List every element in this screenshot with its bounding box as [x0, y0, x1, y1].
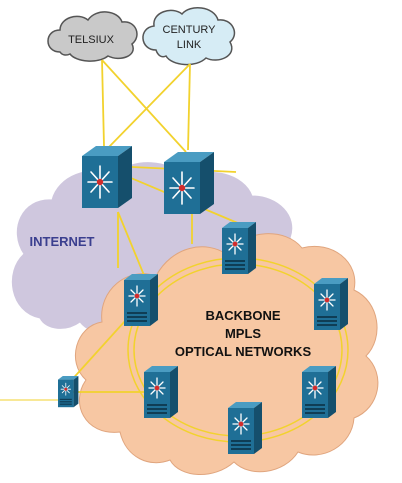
backbone-router-bottom: [227, 401, 263, 455]
edge-device-small: [57, 375, 79, 408]
backbone-router-bottom-left: [143, 365, 179, 419]
network-links: [0, 59, 241, 401]
backbone-router-bottom-right: [301, 365, 337, 419]
internet-core-switch-right: [163, 151, 215, 215]
backbone-label-line1: BACKBONE: [205, 308, 280, 323]
internet-label: INTERNET: [30, 234, 95, 249]
internet-core-switch-left: [81, 145, 133, 209]
century-link-cloud: CENTURY LINK: [142, 7, 236, 66]
backbone-router-right: [313, 277, 349, 331]
backbone-label-line3: OPTICAL NETWORKS: [175, 344, 312, 359]
backbone-router-top: [221, 221, 257, 275]
backbone-label-line2: MPLS: [225, 326, 261, 341]
backbone-router-left: [123, 273, 159, 327]
telsiux-cloud: TELSIUX: [47, 11, 138, 62]
telsiux-label: TELSIUX: [68, 34, 115, 46]
century-link-label-line2: LINK: [177, 39, 202, 51]
century-link-label-line1: CENTURY: [163, 24, 217, 36]
